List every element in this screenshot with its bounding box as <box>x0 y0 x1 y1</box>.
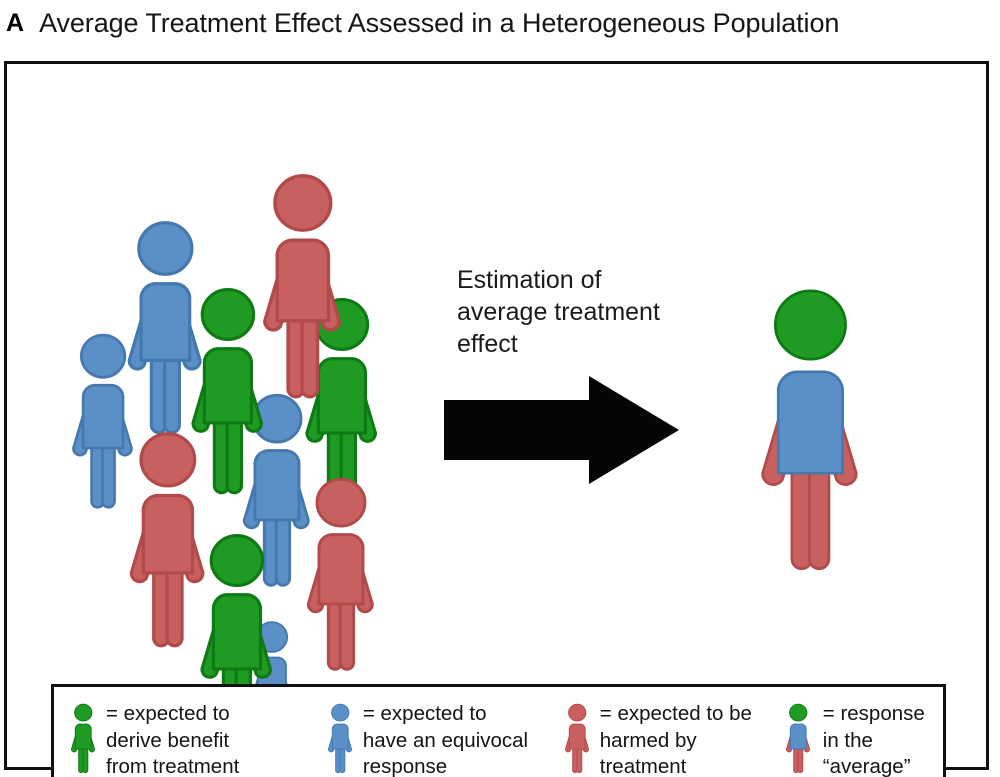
population-person-blue <box>235 392 318 597</box>
population-person-green <box>183 286 271 505</box>
legend-item-blue: = expected to have an equivocal response <box>311 687 548 777</box>
legend-label-average: = response in the “average” <box>822 702 925 777</box>
average-person <box>749 286 870 584</box>
legend-item-red: = expected to be harmed by treatment <box>548 687 769 777</box>
population-person-red <box>254 172 350 410</box>
population-group <box>7 64 447 745</box>
page-title: Average Treatment Effect Assessed in a H… <box>39 7 840 38</box>
legend: = expected to derive benefit from treatm… <box>51 684 946 777</box>
population-person-blue <box>65 332 140 518</box>
person-green-icon <box>68 703 98 777</box>
legend-item-green: = expected to derive benefit from treatm… <box>54 687 311 777</box>
figure-frame: Estimation of average treatment effect =… <box>4 61 989 777</box>
panel-letter: A <box>6 8 25 37</box>
figure-title-row: A Average Treatment Effect Assessed in a… <box>0 0 1000 46</box>
person-red-icon <box>562 703 592 777</box>
population-person-red <box>299 476 382 681</box>
flow-caption: Estimation of average treatment effect <box>457 266 660 358</box>
right-arrow-icon <box>444 376 679 484</box>
person-average-icon <box>783 703 813 777</box>
legend-label-red: = expected to be harmed by treatment <box>599 702 752 777</box>
legend-label-blue: = expected to have an equivocal response <box>362 702 529 777</box>
legend-item-average: = response in the “average” <box>769 687 943 777</box>
population-person-red <box>121 430 213 658</box>
person-blue-icon <box>325 703 355 777</box>
population-person-blue <box>119 219 210 445</box>
legend-label-green: = expected to derive benefit from treatm… <box>106 702 240 777</box>
